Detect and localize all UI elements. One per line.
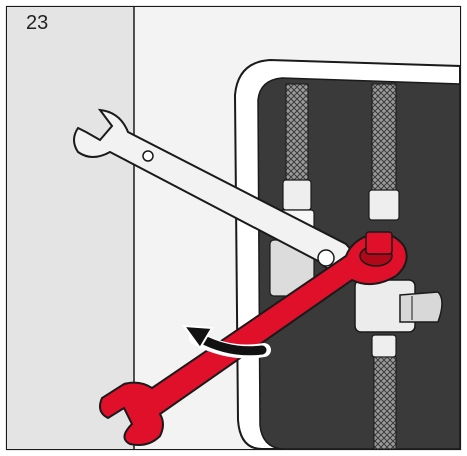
braided-hose-icon xyxy=(368,83,400,450)
rotation-arrow-icon xyxy=(181,324,271,359)
open-end-wrench-icon xyxy=(99,231,408,446)
step-number: 23 xyxy=(26,12,49,34)
valve-icon xyxy=(354,279,443,333)
wall-panel xyxy=(7,7,134,449)
